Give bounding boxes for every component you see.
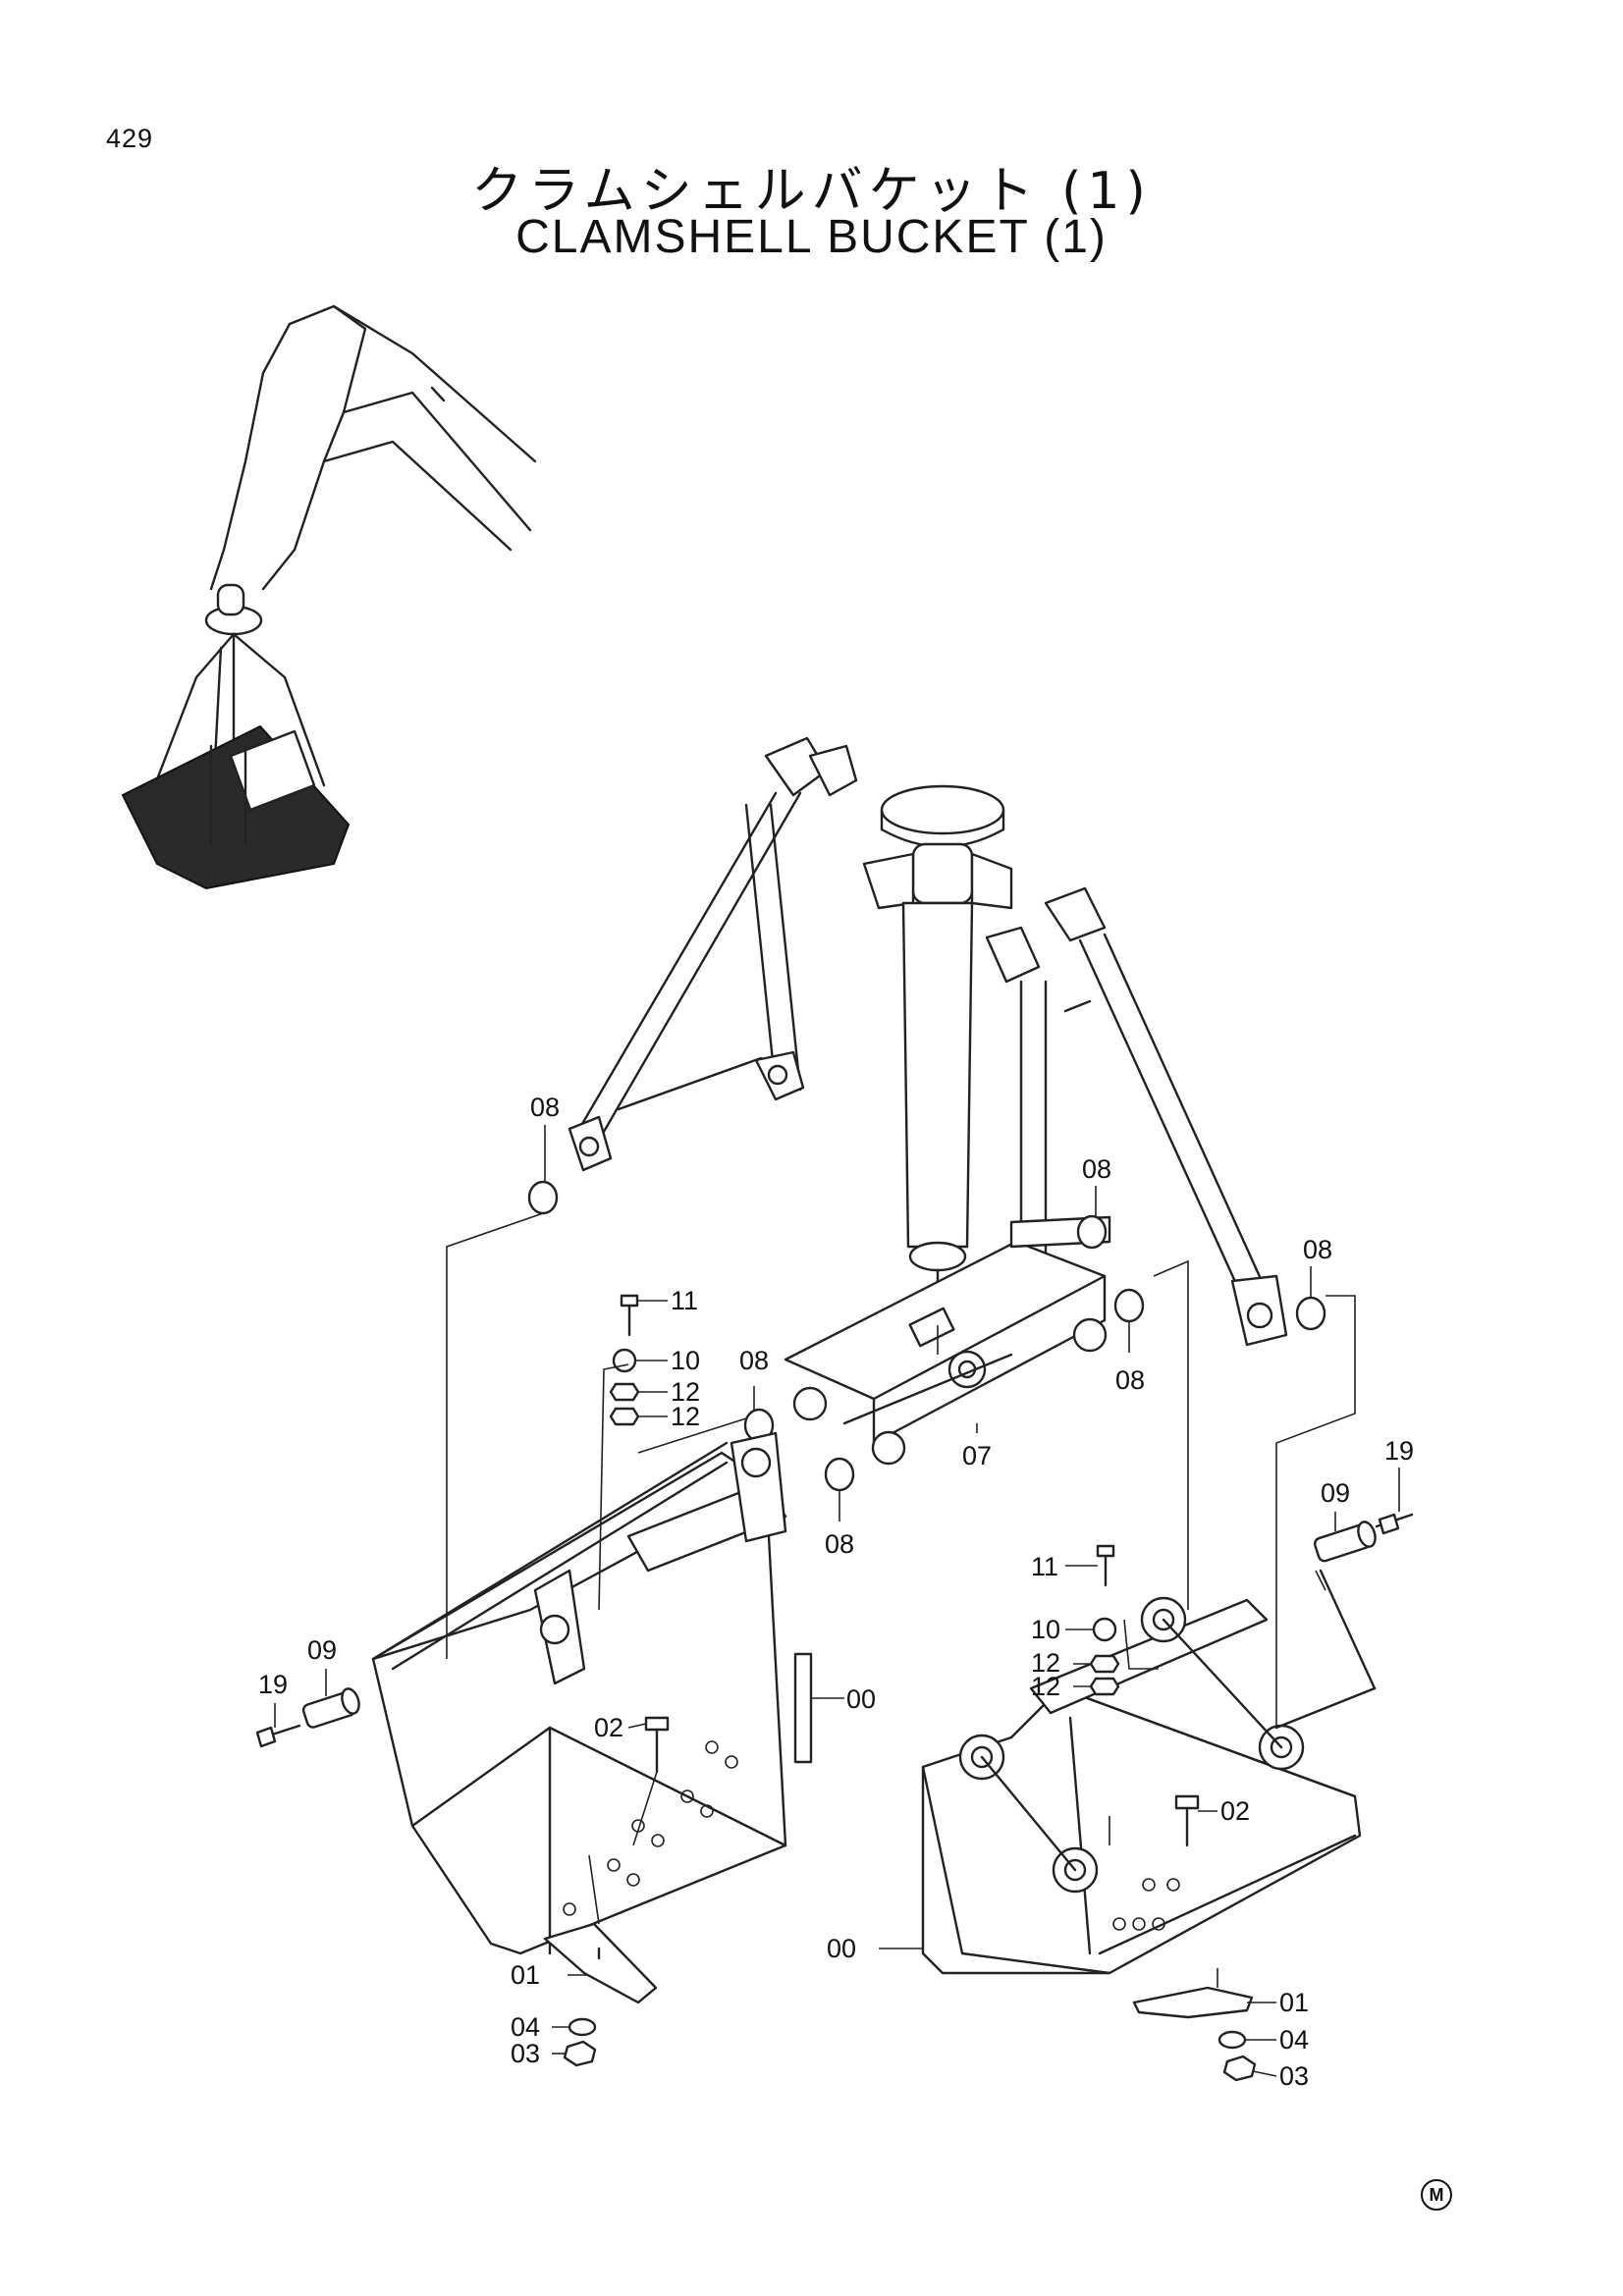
bolt-stack-left bbox=[609, 1294, 640, 1426]
callout-12: 12 bbox=[1031, 1648, 1060, 1678]
callout-08: 08 bbox=[1303, 1235, 1332, 1264]
left-bucket-half bbox=[371, 1431, 813, 1955]
excavator-arm-overview bbox=[121, 304, 537, 890]
callout-labels: 08 08 08 08 08 08 11 10 12 12 07 19 09 1… bbox=[258, 1093, 1414, 2091]
callout-04: 04 bbox=[511, 2012, 540, 2042]
page-number: 429 bbox=[106, 124, 154, 153]
callout-00: 00 bbox=[846, 1684, 876, 1714]
upper-link-left bbox=[568, 736, 858, 1172]
callout-10: 10 bbox=[1031, 1615, 1060, 1644]
callout-02: 02 bbox=[594, 1713, 623, 1742]
callout-11: 11 bbox=[1031, 1552, 1058, 1581]
right-tooth bbox=[1132, 1986, 1257, 2082]
callout-08: 08 bbox=[825, 1529, 854, 1559]
callout-08: 08 bbox=[1082, 1154, 1111, 1184]
hydraulic-cylinder bbox=[862, 784, 1013, 1327]
callout-08: 08 bbox=[1115, 1365, 1145, 1395]
callout-03: 03 bbox=[511, 2039, 540, 2068]
callout-08: 08 bbox=[739, 1346, 769, 1375]
callout-19: 19 bbox=[1384, 1436, 1414, 1466]
callout-01: 01 bbox=[1279, 1988, 1309, 2017]
callout-12: 12 bbox=[1031, 1672, 1060, 1701]
left-pin-and-bolt bbox=[255, 1687, 360, 1748]
callout-04: 04 bbox=[1279, 2025, 1309, 2055]
callout-09: 09 bbox=[307, 1635, 337, 1665]
callout-03: 03 bbox=[1279, 2061, 1309, 2091]
callout-19: 19 bbox=[258, 1670, 288, 1699]
callout-10: 10 bbox=[671, 1346, 700, 1375]
title-english: CLAMSHELL BUCKET (1) bbox=[515, 211, 1108, 263]
callout-12: 12 bbox=[671, 1377, 700, 1407]
left-tooth bbox=[543, 1922, 658, 2067]
callout-12: 12 bbox=[671, 1402, 700, 1431]
right-bucket-half bbox=[921, 1569, 1377, 1975]
left-bolt-02 bbox=[644, 1716, 670, 1774]
callout-07: 07 bbox=[962, 1441, 992, 1470]
bolt-stack-right bbox=[1089, 1544, 1120, 1696]
footer-mark: M bbox=[1421, 2179, 1452, 2211]
right-pin-and-bolt bbox=[1313, 1513, 1414, 1563]
right-bolt-02 bbox=[1174, 1794, 1200, 1847]
cross-beam bbox=[784, 1215, 1111, 1466]
callout-leaders bbox=[274, 1125, 1400, 2077]
callout-09: 09 bbox=[1321, 1478, 1350, 1508]
callout-11: 11 bbox=[671, 1286, 698, 1315]
callout-01: 01 bbox=[511, 1960, 540, 1990]
upper-link-right bbox=[985, 886, 1288, 1347]
assembly-lines bbox=[446, 1212, 1356, 1988]
callout-00: 00 bbox=[827, 1934, 856, 1963]
title-japanese: クラムシェルバケット (1) bbox=[471, 162, 1152, 221]
callout-02: 02 bbox=[1220, 1796, 1250, 1826]
callout-08: 08 bbox=[530, 1093, 560, 1122]
